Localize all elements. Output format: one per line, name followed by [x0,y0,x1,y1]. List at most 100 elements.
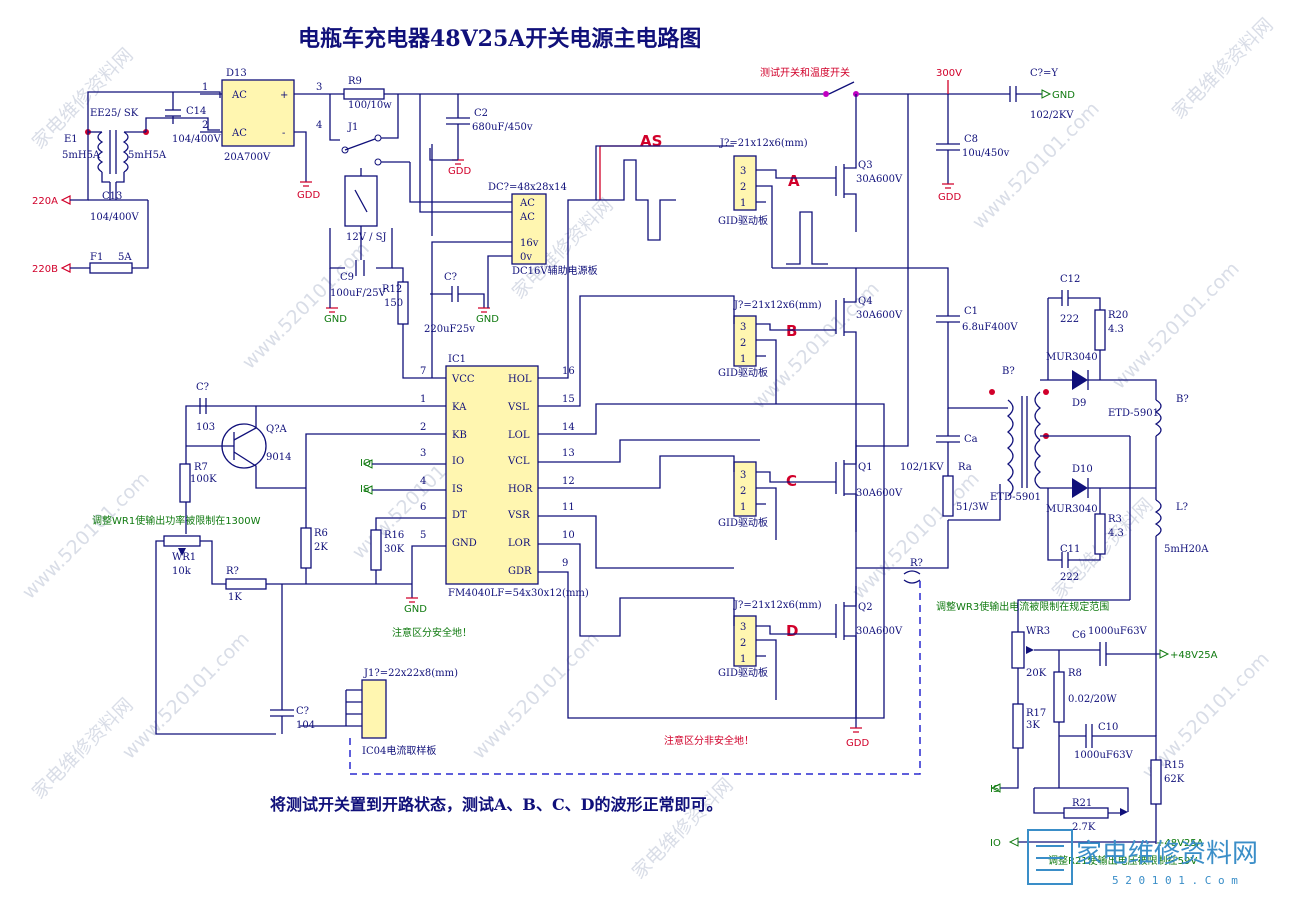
ic-pin-num: 10 [562,530,575,541]
safe-ground-note: 注意区分安全地！ [392,626,472,639]
adjust-wr3-note: 调整WR3使输出电流被限制在规定范围 [936,600,1109,613]
resistor-r16 [370,529,382,571]
cap-c10-label: C10 [1098,722,1118,733]
isolation-boundary [349,576,921,775]
cap-c2-value: 680uF/450v [472,122,533,133]
resistor-r17 [1012,703,1024,749]
signal-d-label: D [786,622,798,640]
ic-pin-name: LOR [508,538,531,549]
resistor-r9-value: 100/10w [348,100,392,111]
ic-pin-name: GDR [508,566,532,577]
ic-pin-name: HOR [508,484,533,495]
fuse-f1-label: F1 [90,252,103,263]
test-instruction: 将测试开关置到开路状态，测试A、B、C、D的波形正常即可。 [270,795,723,814]
waveform-section: AS [596,132,828,265]
cap-c11-value: 222 [1060,572,1079,583]
port-220a: 220A [32,196,58,207]
cap-c6-value: 1000uF63V [1088,626,1148,637]
resistor-r21 [1063,807,1109,819]
controller-section: IC1 FM4040LF=54x30x12(mm) VCC KA KB IO I… [92,145,923,775]
ic-pin-num: 4 [420,476,426,487]
resistor-r3 [1094,513,1106,555]
port-io: IO [360,458,371,469]
driver-size-label: J?=21x12x6(mm) [733,600,822,611]
current-sense-board [361,679,387,739]
mosfet-q1-label: Q1 [858,462,873,473]
bridge-ac2: AC [231,128,247,139]
aux-power-board [511,193,547,265]
cap-c104-label: C? [296,706,309,717]
ic-pin-name: KA [452,402,467,413]
pot-wr3 [1011,631,1025,669]
aux-16v: 16v [520,238,539,249]
aux-board-label: DC16V辅助电源板 [512,264,598,277]
test-switch-note: 测试开关和温度开关 [760,66,850,79]
gnd-label: GND [1052,90,1075,101]
resistor-r17-value: 3K [1026,720,1040,731]
resistor-r15-label: R15 [1164,760,1184,771]
ic-pin-name: DT [452,510,467,521]
choke-e1-value2: 5mH5A [128,150,167,161]
bridge-minus: - [282,128,285,139]
mosfet-q4-value: 30A600V [856,310,903,321]
choke-e1-value: 5mH5A [62,150,101,161]
logo-text: 家电维修资料网 [1076,839,1258,869]
driver-board-d [733,615,757,667]
site-logo: 家电维修资料网 5 2 0 1 0 1 . C o m [1027,829,1258,887]
driver-label: GID驱动板 [718,666,768,679]
gdd-label: GDD [846,738,869,749]
startup-section: R9 100/10w J1 12V / SJ C9 100uF/25V GND … [324,76,820,379]
resistor-r8-value: 0.02/20W [1068,694,1117,705]
ic-pin-num: 6 [420,502,426,513]
conn-pin: 1 [740,654,746,665]
cap-c14-value: 104/400V [172,134,222,145]
xfmr-label: B? [1002,366,1015,377]
gnd-label: GND [404,604,427,615]
ic1-value: FM4040LF=54x30x12(mm) [448,588,589,599]
input-port-arrow [60,195,71,205]
resistor-r1k-value: 1K [228,592,242,603]
watermark-cn: 家电维修资料网 [28,44,138,154]
pot-wr1-value: 10k [172,566,192,577]
mosfet-q4-label: Q4 [858,296,873,307]
port-300v: 300V [936,68,962,79]
resistor-r16-value: 30K [384,544,405,555]
cap-c7-value: 220uF25v [424,324,475,335]
resistor-r7-value: 100K [190,474,217,485]
ic-pin-name: GND [452,538,477,549]
conn-pin: 2 [740,486,746,497]
ic-pin-num: 12 [562,476,575,487]
cap-c12-value: 222 [1060,314,1079,325]
ic-pin-name: IS [452,484,463,495]
port-out2: +48V25A [1156,838,1204,849]
ic1-label: IC1 [448,354,466,365]
ic-pin-num: 13 [562,448,575,459]
ic-pin-name: HOL [508,374,532,385]
conn-pin: 2 [740,638,746,649]
resistor-r15 [1150,759,1162,805]
transformer-section: C1 6.8uF400V Ca 102/1KV Ra 51/3W B? ETD-… [900,274,1209,654]
port-out: +48V25A [1170,650,1218,661]
logo-icon [1027,829,1073,885]
conn-pin: 1 [740,502,746,513]
ic-pin-num: 2 [420,422,426,433]
conn-pin: 2 [740,338,746,349]
resistor-r8-label: R8 [1068,668,1082,679]
adjust-r21-note: 调整R21使输出电压被限制在59V [1048,854,1197,867]
signal-b-label: B [786,322,797,340]
driver-label: GID驱动板 [718,214,768,227]
transistor-q-value: 9014 [266,452,291,463]
cap-ca-value: 102/1KV [900,462,944,473]
watermark: www.520101.com [18,468,154,604]
gnd-label: GND [476,314,499,325]
port-io-out: IO [990,838,1001,849]
ic-pin-num: 3 [420,448,426,459]
conn-pin: 1 [740,354,746,365]
cap-c8-value: 10u/450v [962,148,1010,159]
diode-d9-label: D9 [1072,398,1086,409]
ic-pin-num: 1 [420,394,426,405]
ic-pin-num: 5 [420,530,426,541]
ic-pin-num: 15 [562,394,575,405]
ic-pin-num: 7 [420,366,426,377]
